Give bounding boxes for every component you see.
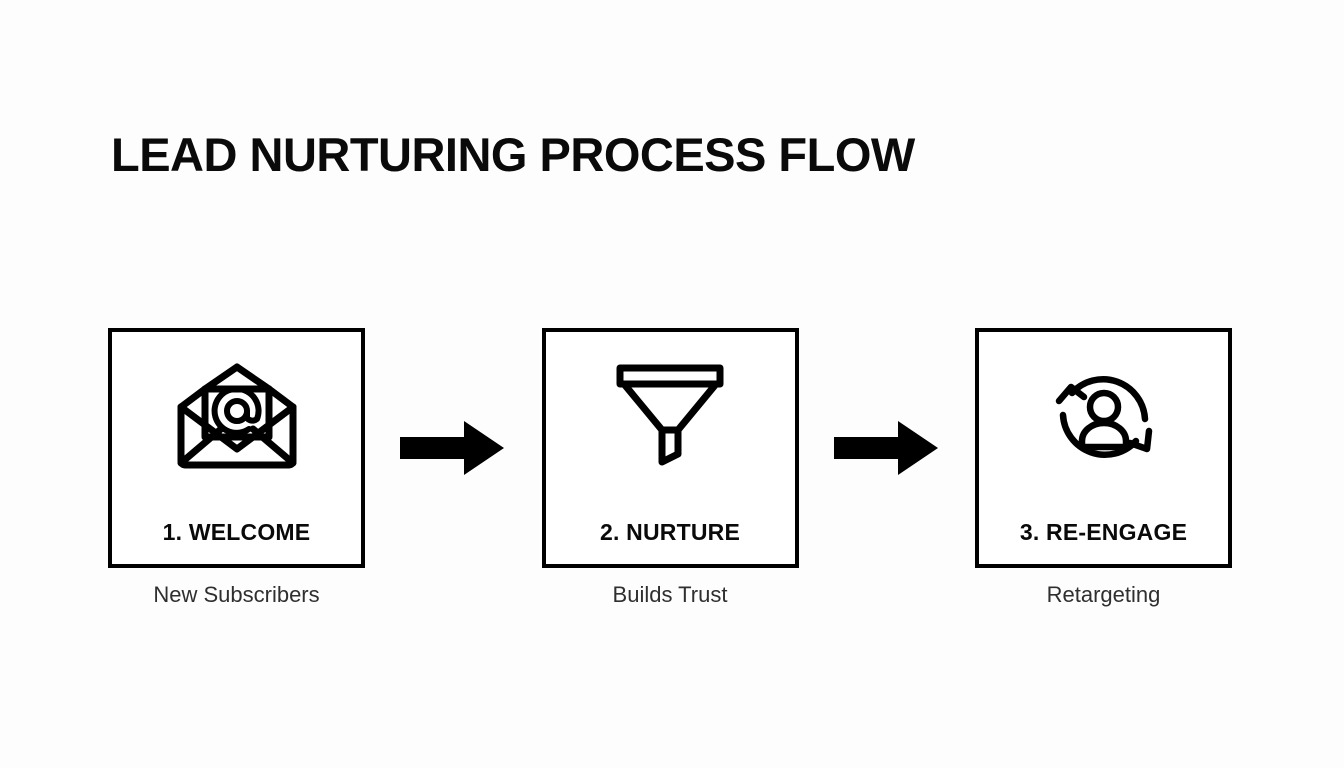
process-flow-row: 1. WELCOME New Subscribers: [108, 328, 1232, 620]
step-box-welcome[interactable]: 1. WELCOME: [108, 328, 365, 568]
step-box-reengage[interactable]: 3. RE-ENGAGE: [975, 328, 1232, 568]
flow-step-reengage[interactable]: 3. RE-ENGAGE Retargeting: [975, 328, 1232, 608]
connector-1: [398, 328, 508, 568]
step-box-nurture[interactable]: 2. NURTURE: [541, 328, 799, 568]
step-label-reengage: 3. RE-ENGAGE: [1019, 519, 1188, 545]
step-label-nurture: 2. NURTURE: [599, 519, 740, 545]
user-refresh-cycle-icon: [1034, 358, 1174, 476]
step-caption-nurture: Builds Trust: [612, 582, 728, 607]
step-caption-reengage: Retargeting: [1046, 582, 1161, 607]
step-label-welcome: 1. WELCOME: [162, 519, 311, 545]
funnel-icon: [600, 358, 740, 476]
arrow-right-icon: [833, 421, 938, 475]
page-title: LEAD NURTURING PROCESS FLOW: [111, 128, 915, 181]
flow-step-nurture[interactable]: 2. NURTURE Builds Trust: [541, 328, 799, 608]
envelope-at-icon: [167, 358, 307, 476]
arrow-right-icon: [400, 421, 505, 475]
step-caption-welcome: New Subscribers: [153, 582, 320, 607]
flow-step-welcome[interactable]: 1. WELCOME New Subscribers: [108, 328, 365, 608]
connector-2: [832, 328, 942, 568]
